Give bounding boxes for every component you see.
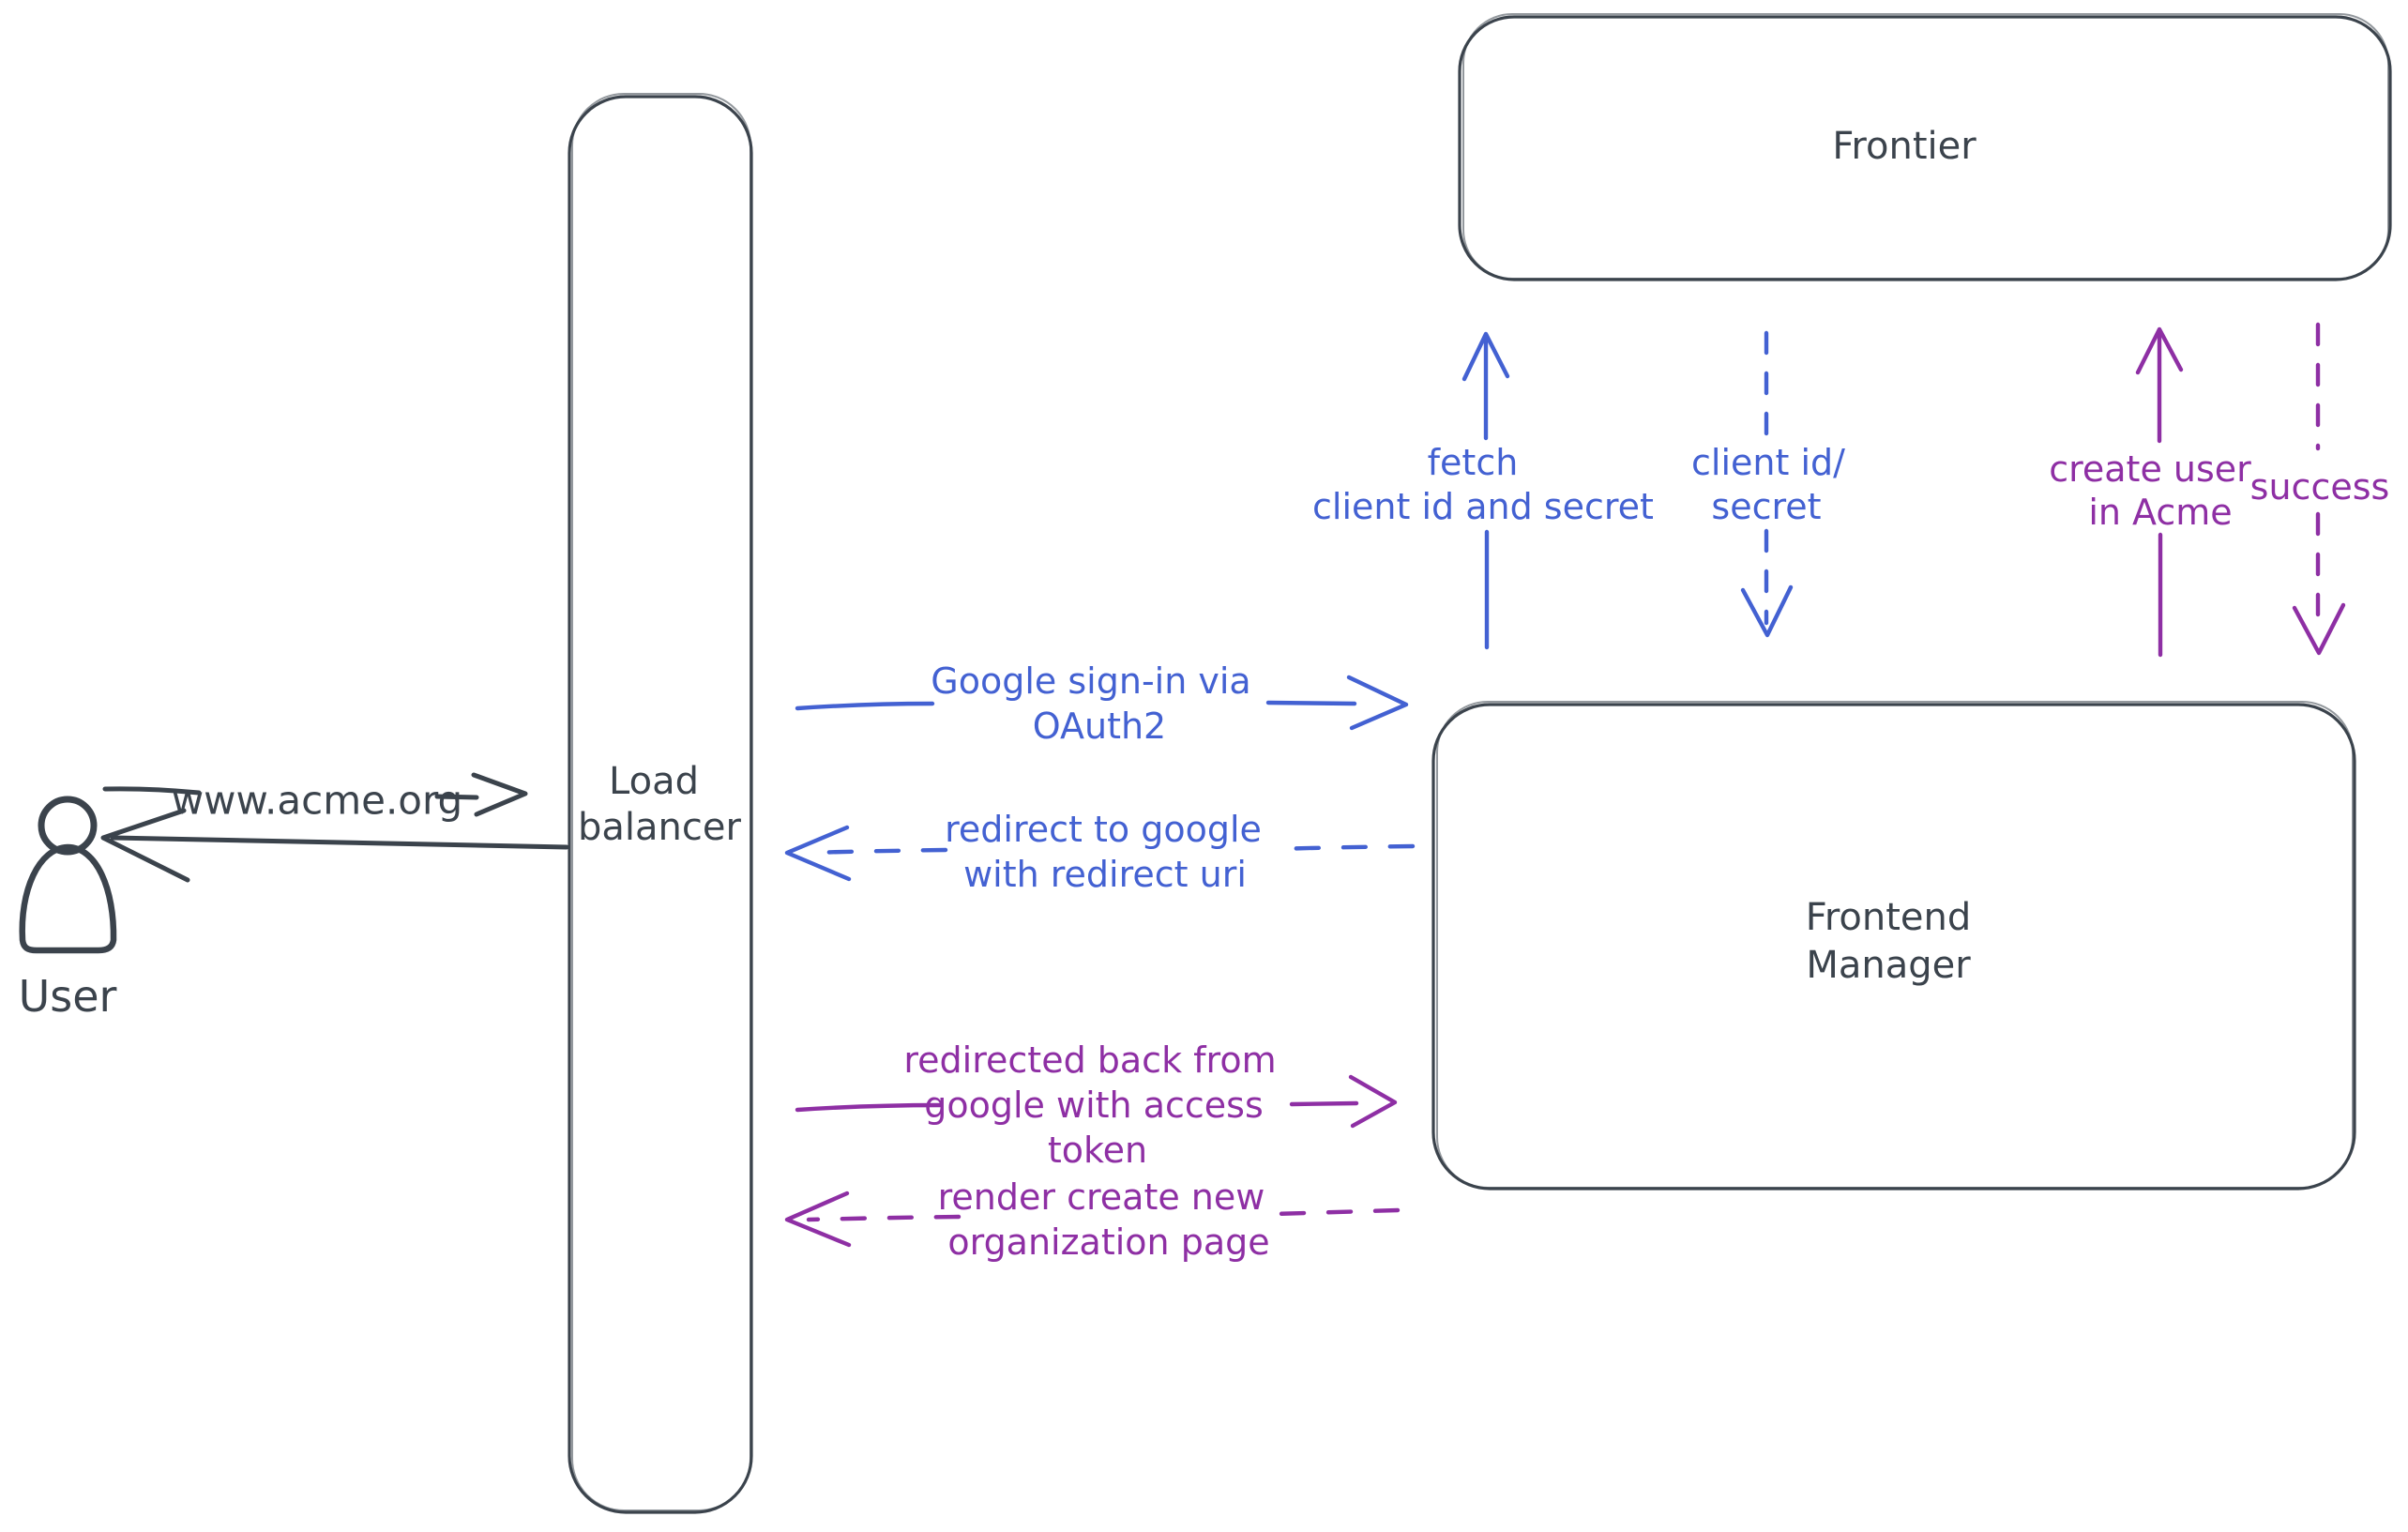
arrowhead-up-icon: [2135, 326, 2184, 375]
edge-google-signin-label-line1: Google sign-in via: [931, 660, 1250, 702]
arrowhead-right-icon: [1348, 1074, 1398, 1129]
edge-redirect-google-label-line2: with redirect uri: [963, 854, 1247, 895]
arrowhead-left-icon: [784, 825, 852, 882]
load-balancer-node: Load balancer: [568, 93, 753, 1514]
user-node: User: [19, 796, 117, 1022]
arrow-line: [1265, 700, 1357, 706]
arrow-line: [110, 835, 569, 850]
edge-www-acme: www.acme.org: [102, 772, 528, 824]
arrow-line: [806, 1214, 962, 1222]
edge-render-page: render create new organization page: [784, 1176, 1401, 1263]
arrowhead-down-icon: [1740, 584, 1794, 638]
frontend-manager-box-sketch: [1436, 701, 2354, 1189]
arrowhead-up-icon: [1461, 331, 1510, 382]
edge-redirected-back-label-line2: google with access: [924, 1085, 1264, 1126]
arrow-line: [795, 1102, 943, 1113]
arrow-line: [806, 847, 948, 856]
edge-success-label: success: [2250, 466, 2390, 508]
arrow-line: [1271, 843, 1416, 852]
edge-google-signin: Google sign-in via OAuth2: [795, 660, 1409, 747]
edge-redirect-google-label-line1: redirect to google: [945, 809, 1262, 850]
load-balancer-box: [568, 95, 753, 1514]
arrowhead-right-icon: [1346, 675, 1409, 731]
edge-redirected-back: redirected back from google with access …: [795, 1039, 1398, 1171]
frontend-manager-node: Frontend Manager: [1431, 701, 2356, 1191]
edge-render-page-label-line1: render create new: [938, 1176, 1265, 1218]
edge-create-user-label-line1: create user: [2049, 448, 2251, 490]
edge-www-acme-label: www.acme.org: [172, 778, 462, 824]
user-label: User: [19, 971, 117, 1022]
arrow-line: [795, 701, 935, 711]
arrowhead-down-icon: [2292, 602, 2346, 656]
arrow-line: [1271, 1207, 1401, 1217]
frontier-label: Frontier: [1832, 125, 1976, 168]
edge-success: success: [2250, 322, 2390, 656]
edge-client-id-secret-label-line2: secret: [1711, 486, 1821, 527]
edge-client-id-secret-label-line1: client id/: [1691, 442, 1845, 483]
edge-fetch-secret-label-line1: fetch: [1428, 442, 1519, 483]
frontier-node: Frontier: [1458, 13, 2392, 281]
arrow-line: [102, 786, 202, 796]
user-icon-body: [19, 843, 117, 954]
edge-fetch-secret-label-line2: client id and secret: [1312, 486, 1654, 527]
frontend-manager-label-line1: Frontend: [1806, 896, 1972, 939]
arrowhead-right-icon: [471, 772, 528, 817]
edge-create-user: create user in Acme: [2049, 326, 2251, 658]
load-balancer-label-line1: Load: [609, 760, 699, 803]
arrow-line: [434, 794, 479, 800]
edge-redirected-back-label-line3: token: [1048, 1130, 1147, 1171]
arrowhead-left-icon: [784, 1191, 852, 1248]
edge-client-id-secret: client id/ secret: [1691, 330, 1845, 638]
frontend-manager-label-line2: Manager: [1806, 944, 1971, 987]
edge-fetch-secret: fetch client id and secret: [1312, 331, 1654, 650]
user-icon-head: [38, 796, 98, 856]
arrow-line: [1289, 1100, 1359, 1107]
edge-redirect-google: redirect to google with redirect uri: [784, 809, 1416, 895]
edge-google-signin-label-line2: OAuth2: [1033, 705, 1166, 747]
arrowhead-left-icon: [100, 808, 190, 883]
load-balancer-label-line2: balancer: [578, 806, 741, 849]
edge-redirected-back-label-line1: redirected back from: [903, 1039, 1276, 1081]
load-balancer-box-sketch: [571, 93, 751, 1511]
edge-create-user-label-line2: in Acme: [2088, 492, 2232, 533]
edge-lb-response: [100, 808, 569, 883]
edge-render-page-label-line2: organization page: [947, 1221, 1269, 1263]
frontier-box-sketch: [1462, 13, 2389, 280]
